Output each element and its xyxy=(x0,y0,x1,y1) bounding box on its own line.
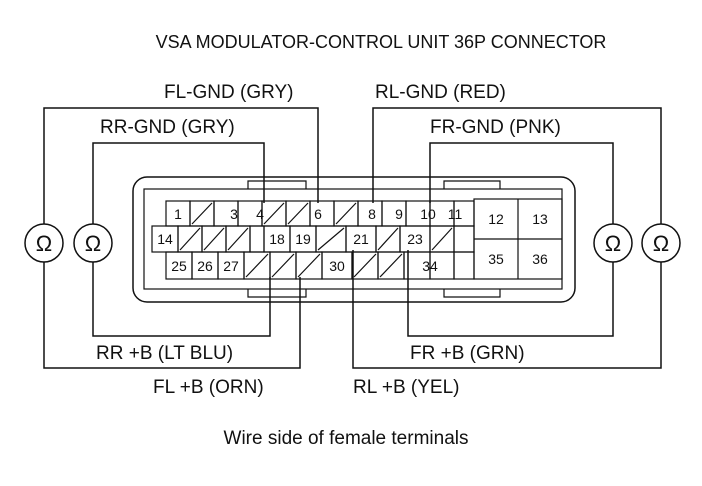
label-fl-b: FL +B (ORN) xyxy=(153,377,264,398)
pin-18: 18 xyxy=(269,231,285,247)
pin-4: 4 xyxy=(256,206,264,222)
pin-30: 30 xyxy=(329,258,345,274)
pin-3: 3 xyxy=(230,206,238,222)
pin-12: 12 xyxy=(488,211,504,227)
wire-leads xyxy=(43,107,662,369)
empty-cavity-marks xyxy=(179,202,453,278)
fr-circuit-wire xyxy=(407,142,614,337)
rl-circuit-wire xyxy=(352,107,662,369)
pin-1: 1 xyxy=(174,206,182,222)
label-rl-gnd: RL-GND (RED) xyxy=(375,82,506,103)
ohmmeter-rr: Ω xyxy=(73,223,113,263)
bottom-lock-tab-right xyxy=(443,289,501,298)
pin-25: 25 xyxy=(171,258,187,274)
connector-housing xyxy=(132,176,576,303)
pin-10: 10 xyxy=(420,206,436,222)
pin-21: 21 xyxy=(353,231,369,247)
pin-13: 13 xyxy=(532,211,548,227)
pin-36: 36 xyxy=(532,251,548,267)
pin-26: 26 xyxy=(197,258,213,274)
fl-circuit-wire xyxy=(43,107,319,369)
pin-6: 6 xyxy=(314,206,322,222)
pin-27: 27 xyxy=(223,258,239,274)
label-fr-b: FR +B (GRN) xyxy=(410,343,525,364)
pin-23: 23 xyxy=(407,231,423,247)
diagram-title: VSA MODULATOR-CONTROL UNIT 36P CONNECTOR xyxy=(156,32,607,52)
pin-14: 14 xyxy=(157,231,173,247)
top-lock-tab-left xyxy=(247,180,307,189)
pin-34: 34 xyxy=(422,258,438,274)
ohm-icon: Ω xyxy=(36,231,52,256)
pin-11: 11 xyxy=(448,206,463,222)
ohm-icon: Ω xyxy=(605,231,621,256)
diagram-caption: Wire side of female terminals xyxy=(224,428,469,449)
terminal-grid xyxy=(151,200,475,280)
ohmmeter-fr: Ω xyxy=(593,223,633,263)
pin-19: 19 xyxy=(295,231,311,247)
pin-numbers: 1 3 4 6 8 9 10 11 12 13 14 18 19 21 23 2… xyxy=(157,206,548,274)
label-fl-gnd: FL-GND (GRY) xyxy=(164,82,293,103)
label-rr-b: RR +B (LT BLU) xyxy=(96,343,233,364)
terminal-grid-right xyxy=(473,198,563,280)
label-fr-gnd: FR-GND (PNK) xyxy=(430,117,561,138)
top-lock-tab-right xyxy=(443,180,501,189)
ohm-icon: Ω xyxy=(85,231,101,256)
label-rl-b: RL +B (YEL) xyxy=(353,377,459,398)
ohm-icon: Ω xyxy=(653,231,669,256)
ohmmeter-fl: Ω xyxy=(24,223,64,263)
label-rr-gnd: RR-GND (GRY) xyxy=(100,117,235,138)
bottom-lock-tab-left xyxy=(247,289,307,298)
pin-35: 35 xyxy=(488,251,504,267)
pin-9: 9 xyxy=(395,206,403,222)
pin-8: 8 xyxy=(368,206,376,222)
rr-circuit-wire xyxy=(92,142,271,337)
ohmmeter-rl: Ω xyxy=(641,223,681,263)
wire-labels: FL-GND (GRY) RL-GND (RED) RR-GND (GRY) F… xyxy=(92,80,596,398)
